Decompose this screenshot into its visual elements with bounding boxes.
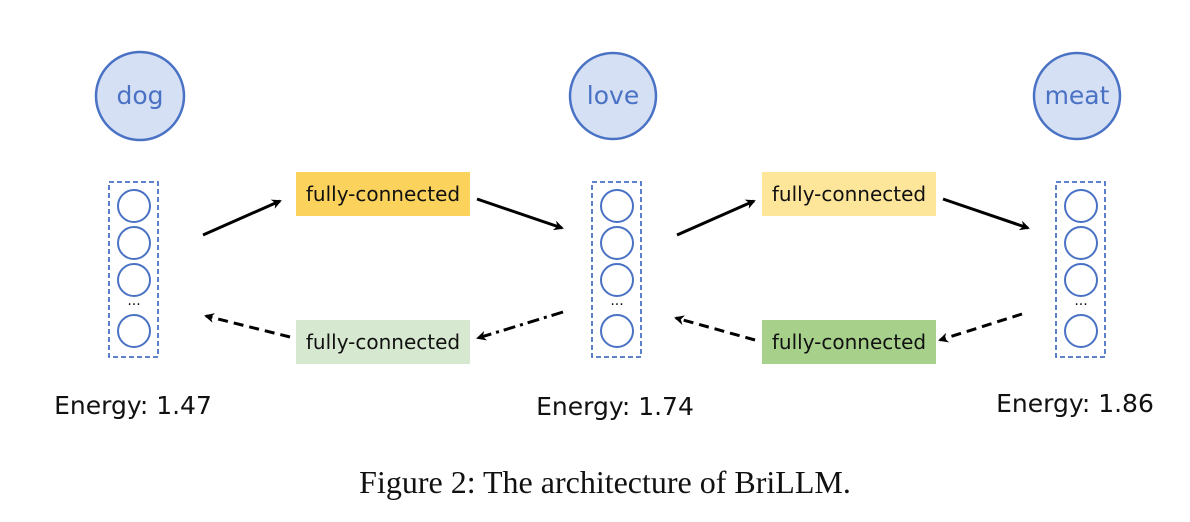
fc-block-backward-1: fully-connected xyxy=(296,320,470,364)
arrow-fc-back1-to-dog xyxy=(204,313,291,339)
fc-block-forward-1-box xyxy=(296,172,470,216)
neuron-circle xyxy=(117,314,151,348)
neuron-circle xyxy=(117,263,151,297)
arrow-fc2-to-meat xyxy=(942,197,1030,231)
neuron-circle xyxy=(600,189,634,223)
neuron-vector-love: ... xyxy=(591,181,642,358)
fc-block-forward-2-box xyxy=(762,172,936,216)
neuron-circle xyxy=(600,314,634,348)
fc-block-backward-2-label: fully-connected xyxy=(772,330,926,354)
neuron-circle xyxy=(600,263,634,297)
node-circle-love xyxy=(568,51,658,141)
node-circle-dog xyxy=(94,50,186,142)
arrow-fc-back2-to-love xyxy=(674,315,756,342)
neuron-circle xyxy=(117,189,151,223)
arrow-fc1-to-love xyxy=(476,197,564,231)
neuron-circle xyxy=(1064,263,1098,297)
neuron-circle xyxy=(1064,189,1098,223)
node-circle-meat xyxy=(1032,51,1122,141)
fc-block-backward-1-box xyxy=(296,320,470,364)
arrow-love-to-fc-back1 xyxy=(476,310,564,341)
vector-ellipsis: ... xyxy=(610,293,623,309)
figure-caption: Figure 2: The architecture of BriLLM. xyxy=(359,464,851,500)
vector-ellipsis: ... xyxy=(1074,293,1087,309)
vector-dashed-border xyxy=(108,181,159,358)
vector-dashed-border xyxy=(1055,181,1106,358)
fc-block-forward-1: fully-connected xyxy=(296,172,470,216)
node-label-dog: dog xyxy=(116,81,163,110)
fc-block-backward-2-box xyxy=(762,320,936,364)
fc-block-forward-1-label: fully-connected xyxy=(306,182,460,206)
node-love: love xyxy=(568,51,658,141)
energy-label-dog: Energy: 1.47 xyxy=(54,391,212,420)
neuron-circle xyxy=(600,226,634,260)
energy-label-meat: Energy: 1.86 xyxy=(996,389,1154,418)
fc-block-forward-2-label: fully-connected xyxy=(772,182,926,206)
neuron-circle xyxy=(1064,226,1098,260)
neuron-vector-meat: ... xyxy=(1055,181,1106,358)
node-label-love: love xyxy=(587,81,639,110)
neuron-vector-dog: ... xyxy=(108,181,159,358)
node-meat: meat xyxy=(1032,51,1122,141)
fc-block-backward-1-label: fully-connected xyxy=(306,330,460,354)
neuron-circle xyxy=(1064,314,1098,348)
arrow-love-to-fc2 xyxy=(676,199,756,237)
vector-ellipsis: ... xyxy=(127,293,140,309)
node-dog: dog xyxy=(94,50,186,142)
arrow-meat-to-fc-back2 xyxy=(938,312,1023,343)
vector-dashed-border xyxy=(591,181,642,358)
energy-label-love: Energy: 1.74 xyxy=(536,392,694,421)
fc-block-forward-2: fully-connected xyxy=(762,172,936,216)
arrow-dog-to-fc1 xyxy=(202,199,282,237)
neuron-circle xyxy=(117,226,151,260)
fc-block-backward-2: fully-connected xyxy=(762,320,936,364)
node-label-meat: meat xyxy=(1045,81,1110,110)
